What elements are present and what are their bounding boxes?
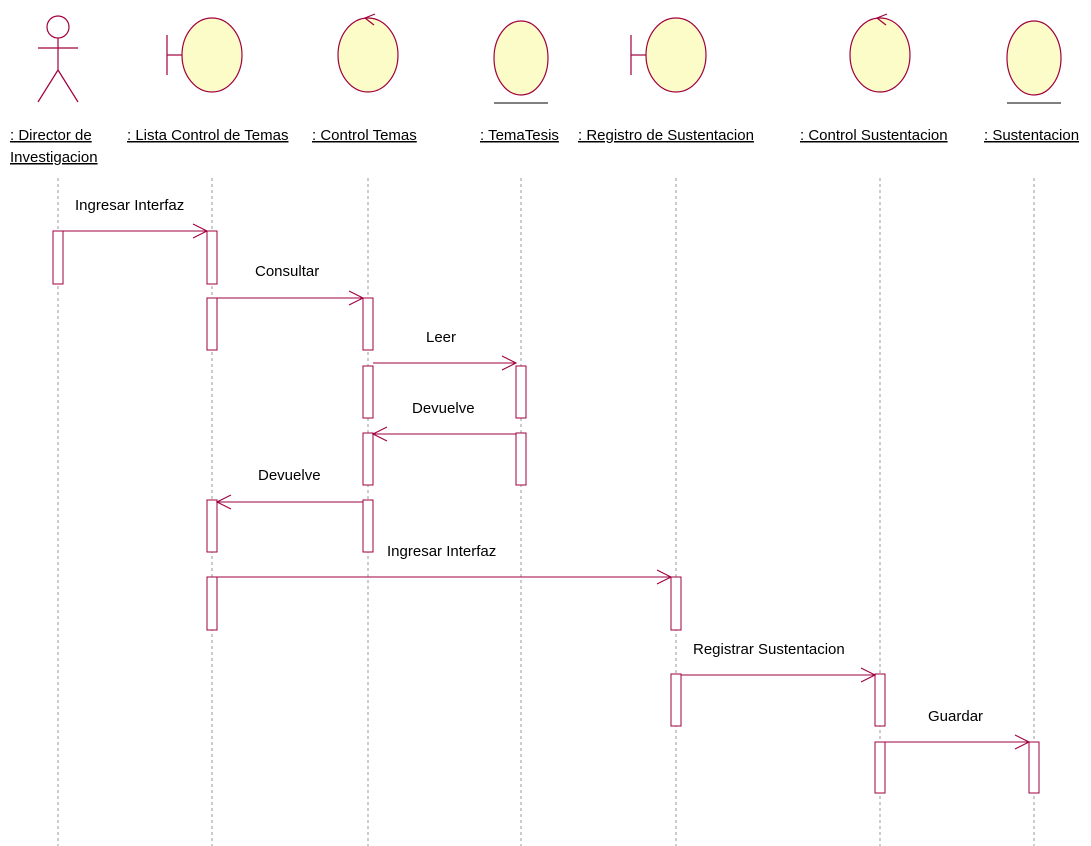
message-arrowhead	[192, 223, 209, 239]
message-label: Consultar	[255, 263, 319, 280]
message-m3: Leer	[373, 329, 518, 371]
activation-registro	[670, 673, 682, 727]
message-label: Guardar	[928, 708, 983, 725]
message-m7: Registrar Sustentacion	[681, 641, 877, 683]
object-label-tematesis: : TemaTesis	[480, 127, 559, 144]
activation-tematesis	[515, 365, 527, 419]
activation-lista	[206, 576, 218, 631]
message-arrowhead	[860, 667, 877, 683]
message-m6: Ingresar Interfaz	[217, 543, 673, 585]
activation-lista	[206, 297, 218, 351]
message-label: Leer	[426, 329, 456, 346]
boundary-icon	[166, 17, 243, 93]
activation-controltemas	[362, 297, 374, 351]
entity-circle	[1006, 20, 1062, 96]
lifelines	[57, 178, 1035, 846]
activation-sustentacion	[1028, 741, 1040, 794]
control-circle	[337, 17, 399, 93]
message-arrowhead	[215, 494, 232, 510]
boundary-circle	[645, 17, 707, 93]
object-label-director: Investigacion	[10, 149, 98, 166]
entity-icon	[1006, 20, 1062, 104]
message-m5: Devuelve	[215, 467, 363, 510]
message-arrowhead	[656, 569, 673, 585]
message-arrowhead	[348, 290, 365, 306]
message-label: Devuelve	[412, 400, 475, 417]
control-icon	[849, 13, 911, 93]
message-label: Ingresar Interfaz	[75, 197, 184, 214]
control-arrow	[875, 13, 888, 26]
boundary-circle	[181, 17, 243, 93]
activation-tematesis	[515, 432, 527, 486]
activation-controltemas	[362, 499, 374, 553]
activation-director	[52, 230, 64, 285]
message-label: Registrar Sustentacion	[693, 641, 845, 658]
activation-controlsust	[874, 741, 886, 794]
control-arrow	[363, 13, 376, 26]
message-label: Devuelve	[258, 467, 321, 484]
actor-icon	[37, 15, 79, 103]
actor-head	[46, 15, 70, 39]
control-icon	[337, 13, 399, 93]
object-label-controlsust: : Control Sustentacion	[800, 127, 948, 144]
object-figures	[37, 13, 1062, 104]
actor-leg-right	[57, 69, 79, 103]
actor-leg-left	[37, 69, 59, 103]
message-m4: Devuelve	[371, 400, 516, 442]
control-circle	[849, 17, 911, 93]
messages: Ingresar InterfazConsultarLeerDevuelveDe…	[63, 197, 1031, 750]
message-arrowhead	[501, 355, 518, 371]
entity-circle	[493, 20, 549, 96]
object-label-lista: : Lista Control de Temas	[127, 127, 288, 144]
activation-lista	[206, 230, 218, 285]
message-m1: Ingresar Interfaz	[63, 197, 209, 239]
message-arrowhead	[1014, 734, 1031, 750]
object-label-sustentacion: : Sustentacion	[984, 127, 1079, 144]
object-labels: : Director de Investigacion : Lista Contro…	[10, 127, 1079, 166]
object-label-registro: : Registro de Sustentacion	[578, 127, 754, 144]
message-m8: Guardar	[885, 708, 1031, 750]
activation-lista	[206, 499, 218, 553]
message-arrowhead	[371, 426, 388, 442]
activation-controlsust	[874, 673, 886, 727]
activation-controltemas	[362, 365, 374, 419]
activation-registro	[670, 576, 682, 631]
object-label-director: : Director de	[10, 127, 92, 144]
entity-icon	[493, 20, 549, 104]
activation-bars	[52, 230, 1040, 794]
object-label-controltemas: : Control Temas	[312, 127, 417, 144]
boundary-icon	[630, 17, 707, 93]
message-m2: Consultar	[217, 263, 365, 306]
message-label: Ingresar Interfaz	[387, 543, 496, 560]
activation-controltemas	[362, 432, 374, 486]
